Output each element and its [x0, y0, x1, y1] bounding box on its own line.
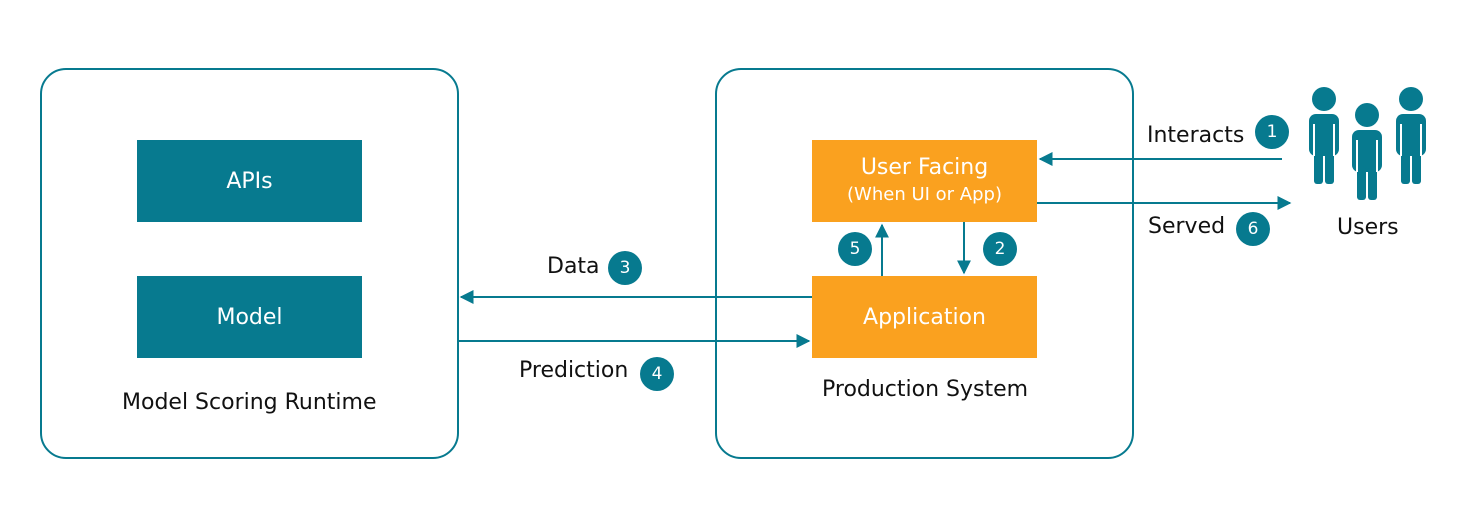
model-scoring-runtime-title: Model Scoring Runtime: [122, 390, 377, 415]
apis-label: APIs: [226, 168, 273, 194]
user-facing-block: User Facing (When UI or App): [812, 140, 1037, 222]
step-5-badge: 5: [838, 232, 872, 266]
model-block: Model: [137, 276, 362, 358]
step-6-badge: 6: [1236, 212, 1270, 246]
step-2-badge: 2: [983, 232, 1017, 266]
model-label: Model: [216, 304, 283, 330]
apis-block: APIs: [137, 140, 362, 222]
served-label: Served: [1148, 214, 1226, 239]
model-scoring-runtime-container: [40, 68, 459, 459]
production-system-title: Production System: [822, 377, 1029, 402]
data-label: Data: [547, 254, 600, 279]
step-4-badge: 4: [640, 357, 674, 391]
users-label: Users: [1337, 215, 1399, 240]
interacts-label: Interacts: [1147, 123, 1245, 148]
prediction-label: Prediction: [519, 358, 629, 383]
step-3-badge: 3: [608, 251, 642, 285]
user-facing-subtitle: (When UI or App): [847, 184, 1002, 205]
user-facing-title: User Facing: [860, 155, 989, 180]
step-1-badge: 1: [1255, 115, 1289, 149]
users-icon: [1309, 87, 1426, 200]
application-label: Application: [863, 304, 986, 330]
application-block: Application: [812, 276, 1037, 358]
production-system-container: [715, 68, 1134, 459]
